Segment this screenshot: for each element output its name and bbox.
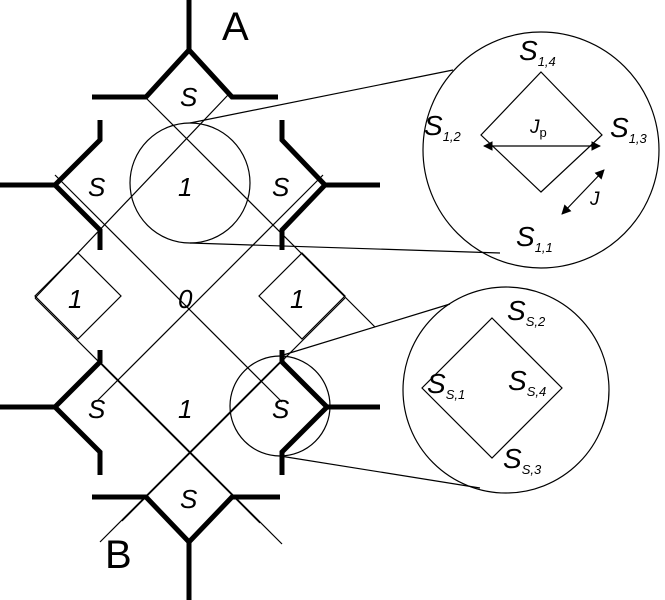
cell-lower-center: 1 bbox=[178, 394, 192, 424]
spin-1-1-label: S1,1 bbox=[516, 221, 553, 255]
cell-top-s: S bbox=[180, 82, 198, 112]
spin-1-4-label: S1,4 bbox=[519, 35, 556, 69]
spin-1-3-label: S1,3 bbox=[610, 112, 648, 146]
spin-s-2-label: SS,2 bbox=[507, 295, 546, 329]
lattice-lines bbox=[34, 94, 376, 545]
spin-s-1-label: SS,1 bbox=[427, 368, 465, 402]
coupling-jp-label: Jp bbox=[529, 117, 547, 140]
magnifier-s bbox=[229, 286, 610, 494]
port-b-label: B bbox=[105, 533, 132, 577]
spin-1-2-label: S1,2 bbox=[424, 110, 462, 144]
j-arrow bbox=[561, 169, 605, 215]
cell-bottom-s: S bbox=[180, 484, 198, 514]
middle-diamonds bbox=[34, 252, 346, 340]
cell-middle-right: 1 bbox=[290, 284, 304, 314]
magnifier-one bbox=[129, 31, 660, 269]
cell-lower-right-s: S bbox=[272, 394, 290, 424]
cell-middle-center: 0 bbox=[178, 284, 193, 314]
inset-one-plaquette bbox=[480, 71, 603, 193]
cell-upper-center: 1 bbox=[178, 172, 192, 202]
cell-upper-right-s: S bbox=[272, 172, 290, 202]
port-a-label: A bbox=[222, 5, 249, 49]
thick-walls bbox=[0, 0, 380, 600]
cell-upper-left-s: S bbox=[88, 172, 106, 202]
cell-lower-left-s: S bbox=[88, 394, 106, 424]
coupling-j-label: J bbox=[589, 189, 600, 210]
spin-s-3-label: SS,3 bbox=[503, 443, 542, 477]
inset-s-plaquette bbox=[421, 317, 563, 459]
cell-middle-left: 1 bbox=[68, 284, 82, 314]
spin-s-4-label: SS,4 bbox=[508, 365, 546, 399]
